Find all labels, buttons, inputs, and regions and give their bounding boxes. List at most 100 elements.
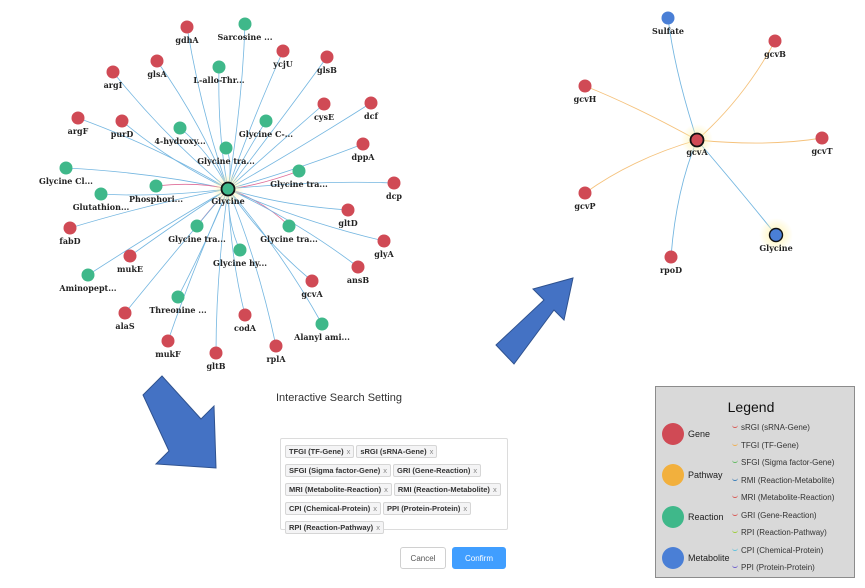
graph-node-phosphori[interactable]: Phosphori... (129, 179, 183, 205)
graph-node-glycine[interactable]: Glycine (759, 218, 793, 253)
graph-node-gcvt[interactable]: gcvT (811, 131, 833, 157)
graph-node-glsb[interactable]: glsB (317, 50, 337, 76)
gene-node-circle[interactable] (377, 234, 391, 248)
tag-rpi-reaction-pathway[interactable]: RPI (Reaction-Pathway)x (285, 521, 384, 534)
tag-tfgi-tf-gene[interactable]: TFGI (TF-Gene)x (285, 445, 355, 458)
center-node-circle[interactable] (220, 181, 236, 197)
reaction-node-circle[interactable] (233, 243, 247, 257)
graph-node-fabd[interactable]: fabD (59, 221, 81, 247)
metabolite-node-circle[interactable] (768, 227, 784, 243)
graph-node-gcvb[interactable]: gcvB (764, 34, 786, 60)
gene-node-circle[interactable] (578, 79, 592, 93)
reaction-node-circle[interactable] (94, 187, 108, 201)
graph-node-mukf[interactable]: mukF (155, 334, 181, 360)
gene-node-circle[interactable] (351, 260, 365, 274)
graph-node-center-glycine[interactable]: Glycine (211, 173, 245, 206)
gene-node-circle[interactable] (71, 111, 85, 125)
graph-node-gcvp[interactable]: gcvP (574, 186, 596, 212)
graph-node-glycine-tra[interactable]: Glycine tra... (260, 219, 318, 245)
reaction-node-circle[interactable] (315, 317, 329, 331)
gene-node-circle[interactable] (123, 249, 137, 263)
gene-node-circle[interactable] (364, 96, 378, 110)
tag-srgi-srna-gene[interactable]: sRGI (sRNA-Gene)x (356, 445, 438, 458)
tag-close-icon[interactable]: x (383, 466, 388, 475)
graph-node-alanyl-ami[interactable]: Alanyl ami... (293, 317, 350, 343)
cancel-button[interactable]: Cancel (400, 547, 446, 569)
graph-node-coda[interactable]: codA (234, 308, 257, 334)
reaction-node-circle[interactable] (81, 268, 95, 282)
gene-node-circle[interactable] (341, 203, 355, 217)
graph-node-glycine-tra[interactable]: Glycine tra... (168, 219, 226, 245)
gene-node-circle[interactable] (180, 20, 194, 34)
graph-node-gltd[interactable]: gltD (338, 203, 358, 229)
tag-close-icon[interactable]: x (429, 447, 434, 456)
reaction-node-circle[interactable] (149, 179, 163, 193)
reaction-node-circle[interactable] (282, 219, 296, 233)
reaction-node-circle[interactable] (219, 141, 233, 155)
tag-mri-metabolite-reaction[interactable]: MRI (Metabolite-Reaction)x (285, 483, 392, 496)
gene-node-circle[interactable] (106, 65, 120, 79)
gene-node-circle[interactable] (320, 50, 334, 64)
reaction-node-circle[interactable] (292, 164, 306, 178)
graph-node-l-allo-thr[interactable]: L-allo-Thr... (193, 60, 245, 86)
graph-node-alas[interactable]: alaS (115, 306, 135, 332)
graph-node-cyse[interactable]: cysE (314, 97, 334, 123)
tag-ppi-protein-protein[interactable]: PPI (Protein-Protein)x (383, 502, 472, 515)
tag-close-icon[interactable]: x (492, 485, 497, 494)
gene-node-circle[interactable] (63, 221, 77, 235)
graph-node-4-hydroxy[interactable]: 4-hydroxy... (154, 121, 206, 147)
tag-sfgi-sigma-factor-gene[interactable]: SFGI (Sigma factor-Gene)x (285, 464, 392, 477)
gene-node-circle[interactable] (664, 250, 678, 264)
graph-node-gcvh[interactable]: gcvH (574, 79, 597, 105)
graph-node-rpla[interactable]: rplA (266, 339, 286, 365)
tag-rmi-reaction-metabolite[interactable]: RMI (Reaction-Metabolite)x (393, 483, 501, 496)
graph-node-rpod[interactable]: rpoD (660, 250, 682, 276)
center-node-circle[interactable] (689, 132, 705, 148)
confirm-button[interactable]: Confirm (452, 547, 506, 569)
graph-node-dppa[interactable]: dppA (352, 137, 376, 163)
reaction-node-circle[interactable] (171, 290, 185, 304)
graph-node-gcva[interactable]: gcvA (301, 274, 323, 300)
reaction-node-circle[interactable] (190, 219, 204, 233)
tag-close-icon[interactable]: x (373, 504, 378, 513)
graph-node-glya[interactable]: glyA (374, 234, 395, 260)
gene-node-circle[interactable] (209, 346, 223, 360)
gene-node-circle[interactable] (356, 137, 370, 151)
reaction-node-circle[interactable] (259, 114, 273, 128)
graph-node-glycine-c[interactable]: Glycine C-... (239, 114, 293, 140)
gene-node-circle[interactable] (578, 186, 592, 200)
gene-node-circle[interactable] (269, 339, 283, 353)
graph-node-sarcosine[interactable]: Sarcosine ... (218, 17, 273, 43)
graph-node-glycine-hy[interactable]: Glycine hy... (213, 243, 267, 269)
tag-close-icon[interactable]: x (384, 485, 388, 494)
graph-node-glycine-cl[interactable]: Glycine Cl... (39, 161, 93, 187)
graph-node-gltb[interactable]: gltB (206, 346, 226, 372)
graph-node-ansb[interactable]: ansB (347, 260, 370, 286)
tag-gri-gene-reaction[interactable]: GRI (Gene-Reaction)x (393, 464, 482, 477)
reaction-node-circle[interactable] (212, 60, 226, 74)
gene-node-circle[interactable] (238, 308, 252, 322)
graph-node-threonine[interactable]: Threonine ... (149, 290, 207, 316)
graph-node-purd[interactable]: purD (111, 114, 134, 140)
graph-node-aminopept[interactable]: Aminopept... (58, 268, 117, 294)
graph-node-ycju[interactable]: ycjU (272, 44, 293, 70)
gene-node-circle[interactable] (150, 54, 164, 68)
graph-node-argf[interactable]: argF (68, 111, 89, 137)
tag-cpi-chemical-protein[interactable]: CPI (Chemical-Protein)x (285, 502, 382, 515)
tag-close-icon[interactable]: x (376, 523, 380, 532)
tag-close-icon[interactable]: x (346, 447, 351, 456)
graph-node-dcf[interactable]: dcf (364, 96, 379, 122)
tag-close-icon[interactable]: x (463, 504, 468, 513)
graph-node-dcp[interactable]: dcp (386, 176, 402, 202)
gene-node-circle[interactable] (387, 176, 401, 190)
gene-node-circle[interactable] (768, 34, 782, 48)
graph-node-glutathion[interactable]: Glutathion... (73, 187, 130, 213)
tag-close-icon[interactable]: x (473, 466, 478, 475)
graph-node-gdha[interactable]: gdhA (175, 20, 199, 46)
gene-node-circle[interactable] (317, 97, 331, 111)
graph-node-center-gcva[interactable]: gcvA (681, 124, 713, 157)
gene-node-circle[interactable] (115, 114, 129, 128)
gene-node-circle[interactable] (815, 131, 829, 145)
